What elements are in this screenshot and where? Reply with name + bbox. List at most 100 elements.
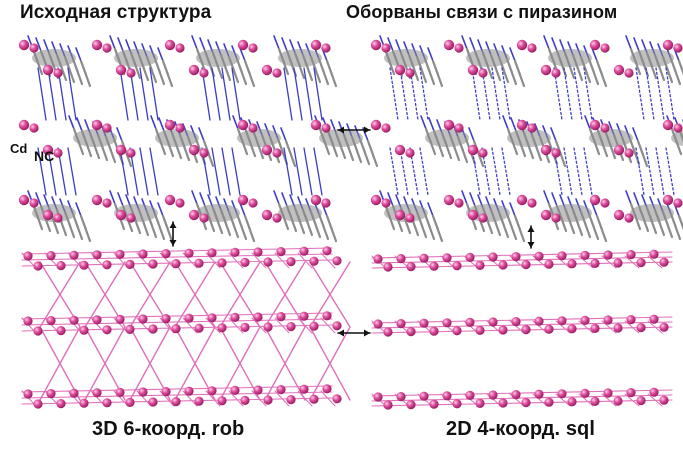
cd-atom bbox=[624, 68, 634, 78]
pyrazine-link bbox=[553, 147, 563, 196]
cd-atom bbox=[42, 64, 54, 76]
pyrazine-link bbox=[47, 147, 57, 196]
pyrazine-ring bbox=[384, 204, 428, 222]
cd-atom bbox=[540, 64, 552, 76]
cd-atom bbox=[248, 198, 258, 208]
cd-atom bbox=[534, 389, 544, 399]
cd-atom bbox=[613, 396, 623, 406]
pyrazine-link bbox=[563, 67, 573, 121]
cd-atom bbox=[79, 325, 89, 335]
cd-atom bbox=[115, 209, 127, 221]
cd-atom bbox=[394, 144, 406, 156]
cd-atom bbox=[405, 148, 415, 158]
layer-bond bbox=[274, 317, 290, 334]
cd-atom bbox=[452, 399, 462, 409]
cd-atom bbox=[589, 39, 601, 51]
cyanide-bond bbox=[235, 212, 248, 241]
pyrazine-link bbox=[211, 67, 221, 121]
pyrazine-ring bbox=[278, 49, 322, 67]
pyrazine-link bbox=[47, 67, 57, 121]
pyrazine-link bbox=[37, 67, 47, 121]
cyanide-bond bbox=[71, 57, 84, 86]
cd-atom bbox=[29, 43, 39, 53]
cd-atom bbox=[237, 119, 249, 131]
cd-atom bbox=[662, 194, 674, 206]
cd-atom bbox=[23, 389, 33, 399]
pyrazine-ring bbox=[32, 49, 76, 67]
pyrazine-ring bbox=[466, 49, 510, 67]
layer-bond bbox=[624, 255, 640, 269]
cd-atom bbox=[673, 43, 683, 53]
cd-atom bbox=[240, 257, 250, 267]
cd-atom bbox=[626, 388, 636, 398]
pyrazine-link bbox=[471, 147, 481, 196]
cyanide-bond bbox=[317, 212, 330, 241]
cd-atom bbox=[544, 324, 554, 334]
cd-atom bbox=[624, 213, 634, 223]
cyanide-bond bbox=[431, 214, 444, 243]
cd-atom bbox=[18, 39, 30, 51]
pyrazine-link bbox=[563, 147, 573, 196]
cyanide-bond bbox=[595, 214, 608, 243]
cd-atom bbox=[91, 194, 103, 206]
cd-atom bbox=[567, 259, 577, 269]
cd-atom bbox=[309, 321, 319, 331]
cd-atom bbox=[194, 323, 204, 333]
cd-atom bbox=[636, 258, 646, 268]
cd-atom bbox=[580, 250, 590, 260]
cd-atom bbox=[161, 387, 171, 397]
cd-atom bbox=[138, 387, 148, 397]
cd-atom bbox=[516, 39, 528, 51]
cd-atom bbox=[164, 194, 176, 206]
cd-atom bbox=[332, 256, 342, 266]
cd-atom bbox=[299, 246, 309, 256]
pyrazine-link bbox=[293, 67, 303, 121]
cd-atom bbox=[42, 144, 54, 156]
cd-atom bbox=[443, 39, 455, 51]
layer-bond bbox=[21, 253, 333, 261]
cd-atom bbox=[465, 390, 475, 400]
pyrazine-ring bbox=[671, 129, 683, 147]
cyanide-bond bbox=[325, 59, 338, 88]
pyrazine-ring bbox=[278, 204, 322, 222]
cd-atom bbox=[540, 144, 552, 156]
pyrazine-link bbox=[635, 67, 645, 121]
cd-atom bbox=[248, 43, 258, 53]
cd-atom bbox=[498, 325, 508, 335]
layer-bond bbox=[647, 393, 663, 407]
cd-atom bbox=[454, 43, 464, 53]
pyrazine-link bbox=[139, 147, 149, 196]
cd-atom bbox=[240, 322, 250, 332]
pyrazine-ring bbox=[384, 49, 428, 67]
cyanide-bond bbox=[317, 57, 330, 86]
pyrazine-link bbox=[501, 67, 511, 121]
cd-atom bbox=[396, 254, 406, 264]
cd-cd-link bbox=[84, 326, 126, 401]
cd-atom bbox=[175, 198, 185, 208]
cd-atom bbox=[406, 262, 416, 272]
layer-bond bbox=[320, 390, 336, 407]
cd-atom bbox=[659, 257, 669, 267]
cd-atom bbox=[148, 397, 158, 407]
cd-atom bbox=[126, 148, 136, 158]
cd-cd-link bbox=[264, 326, 306, 401]
arrow-head bbox=[169, 222, 177, 228]
cd-atom bbox=[405, 68, 415, 78]
cd-atom bbox=[18, 194, 30, 206]
cyanide-bond bbox=[79, 214, 92, 243]
pyrazine-ring bbox=[196, 49, 240, 67]
cd-atom bbox=[613, 258, 623, 268]
cd-cd-link bbox=[129, 326, 171, 401]
cd-atom bbox=[557, 316, 567, 326]
cd-atom bbox=[511, 317, 521, 327]
cd-atom bbox=[475, 325, 485, 335]
cyanide-bond bbox=[243, 214, 256, 243]
cd-atom bbox=[590, 396, 600, 406]
cd-atom bbox=[217, 396, 227, 406]
pyrazine-link bbox=[67, 67, 77, 121]
cyanide-bond bbox=[358, 137, 371, 166]
pyrazine-link bbox=[149, 67, 159, 121]
layer-bond bbox=[251, 317, 267, 334]
cd-atom bbox=[540, 209, 552, 221]
cd-cd-link bbox=[309, 261, 351, 328]
